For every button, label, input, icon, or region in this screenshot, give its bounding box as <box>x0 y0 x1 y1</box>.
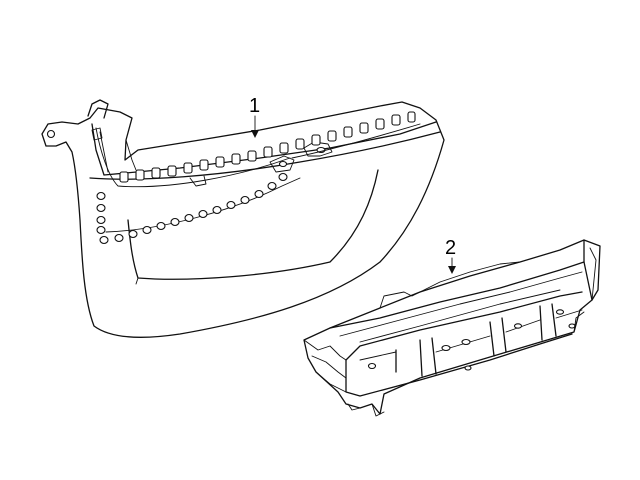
callout-2: 2 <box>445 237 456 274</box>
led-pads-lower-row <box>96 172 288 245</box>
part-1-trim-panel <box>41 99 445 338</box>
callout-1-label: 1 <box>249 95 260 117</box>
led-pads-top-row <box>119 111 416 183</box>
part-2-switch-housing <box>303 239 601 417</box>
callout-2-label: 2 <box>445 237 456 259</box>
callout-1-arrowhead <box>251 130 259 138</box>
callout-2-arrowhead <box>448 266 456 274</box>
callout-1: 1 <box>249 95 260 138</box>
